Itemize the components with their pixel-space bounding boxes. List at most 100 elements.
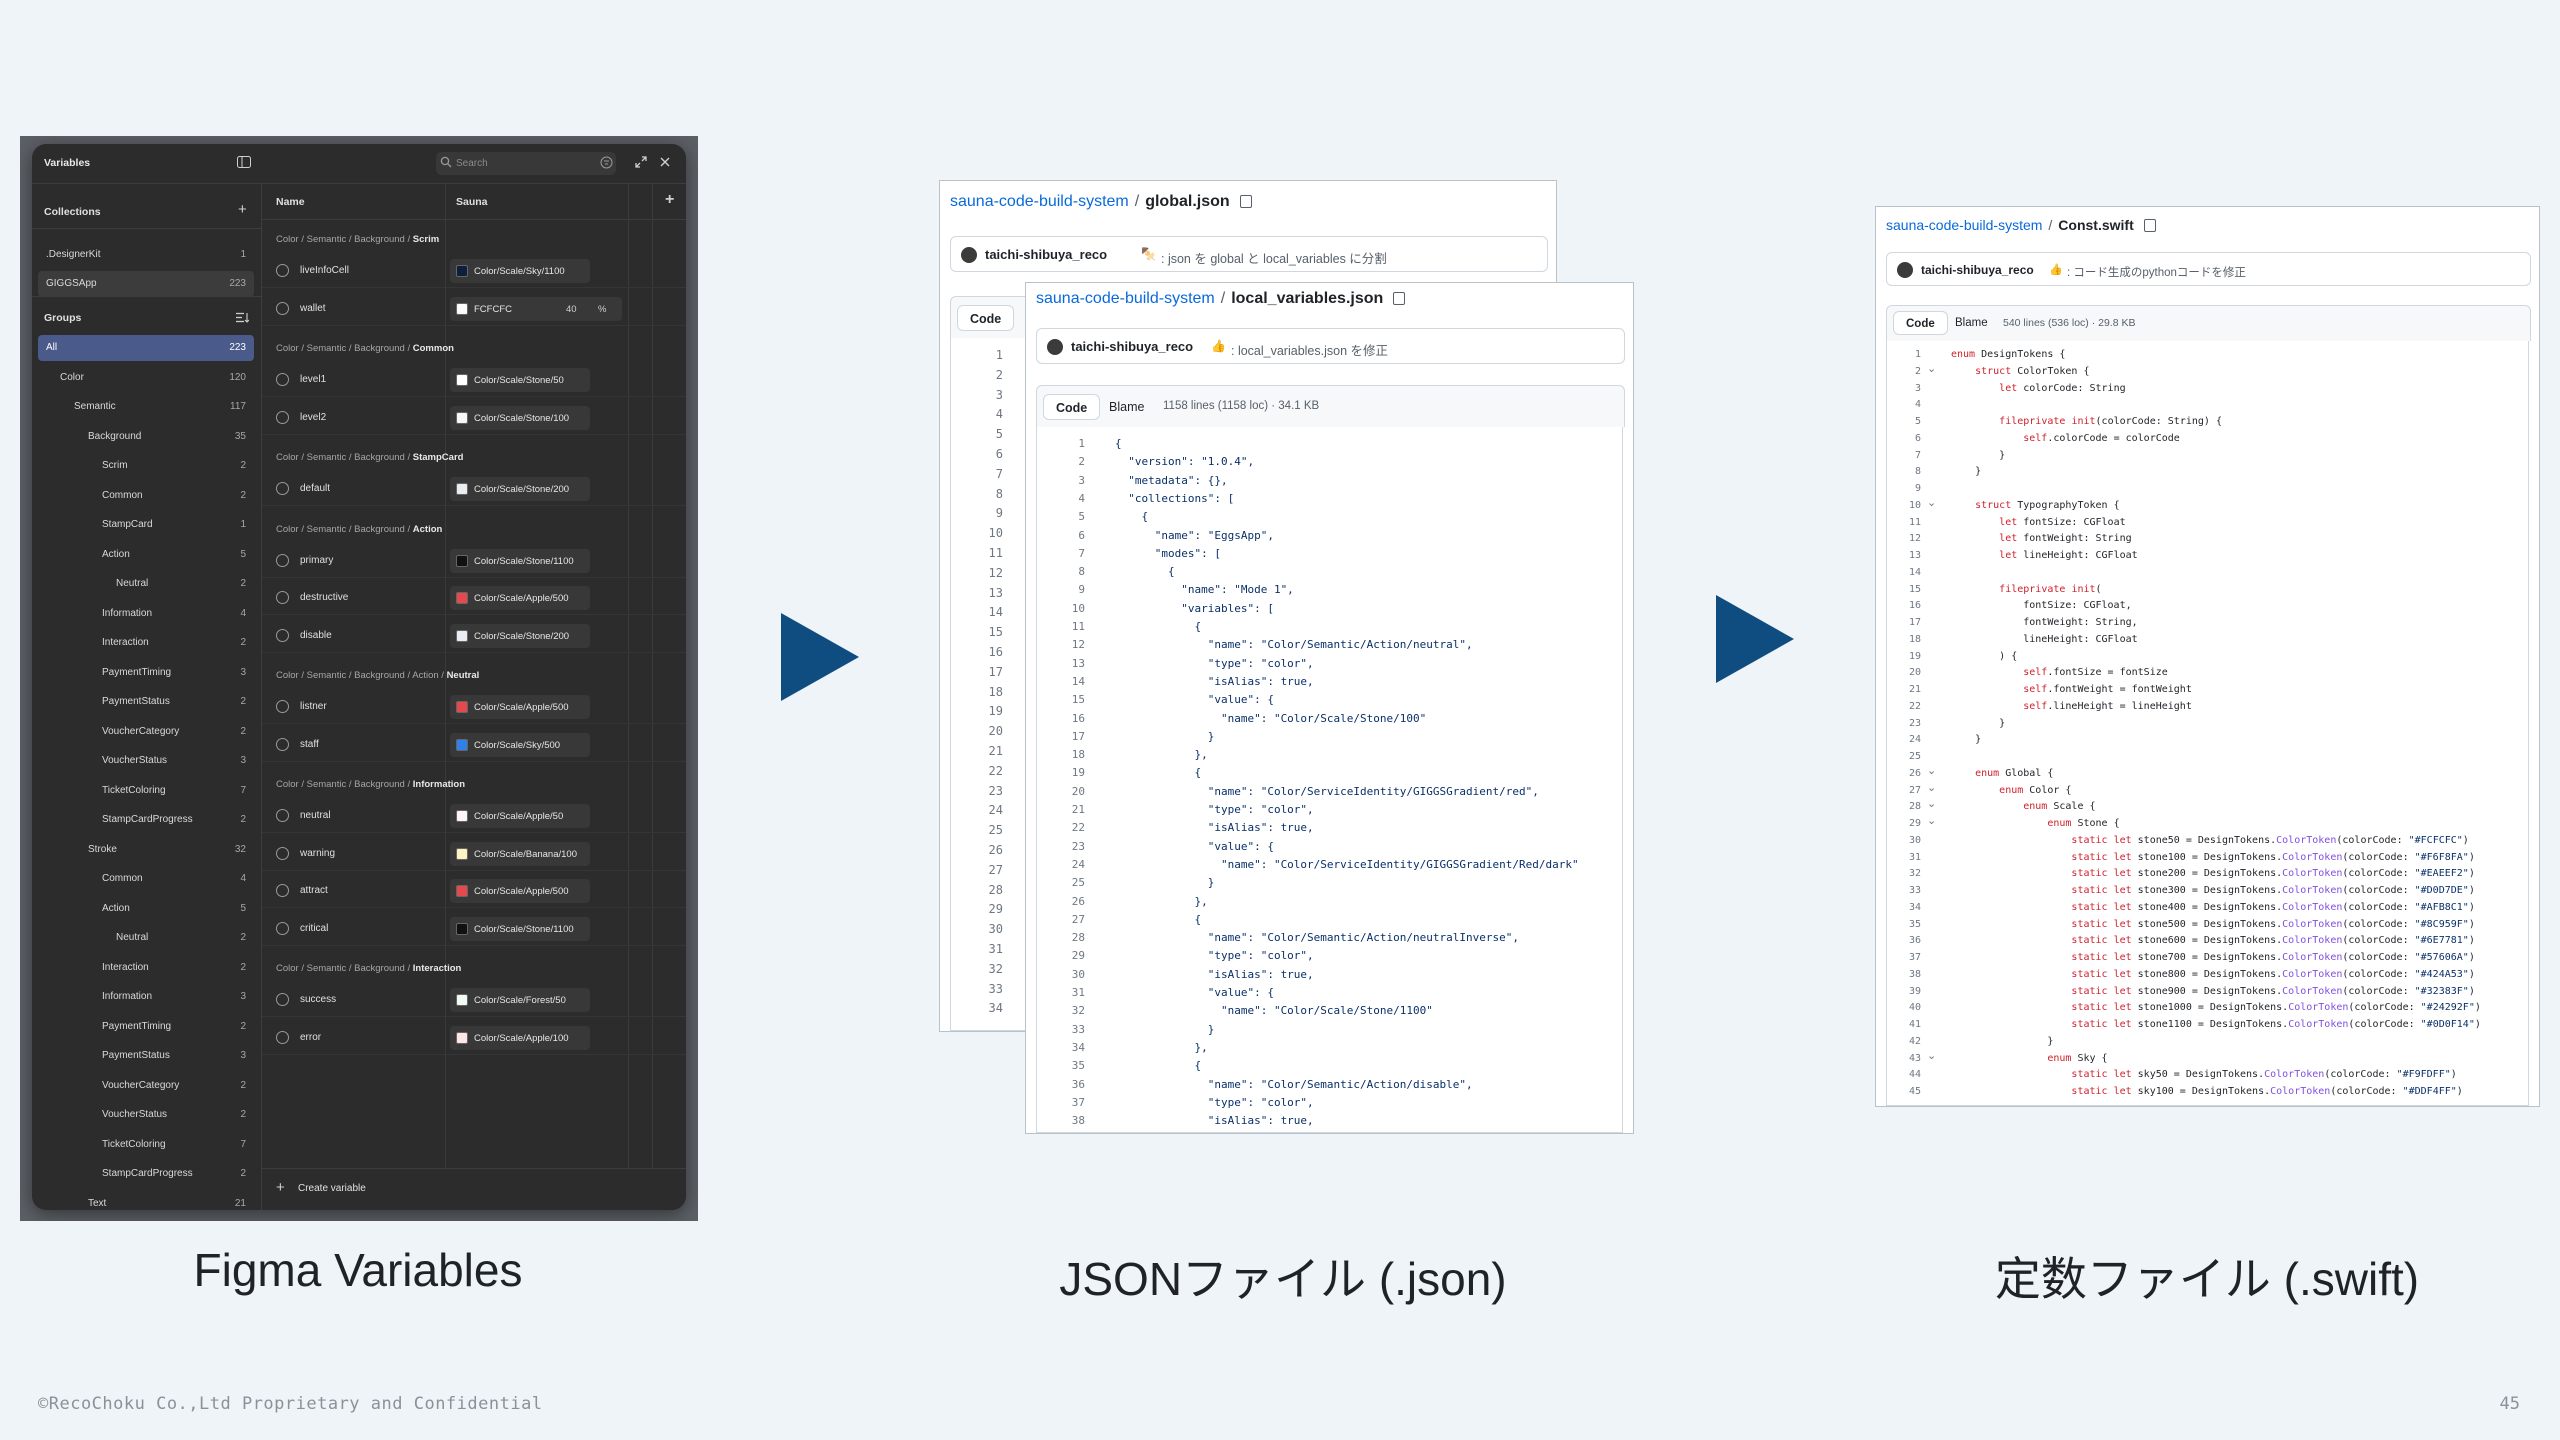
tab-code[interactable]: Code <box>1043 394 1101 420</box>
tab-code[interactable]: Code <box>1893 311 1948 335</box>
repo-link[interactable]: sauna-code-build-system <box>950 193 1129 210</box>
sidebar-toggle-icon[interactable] <box>237 156 251 171</box>
filter-icon[interactable] <box>600 156 613 172</box>
fold-chevron-icon[interactable]: ⌄ <box>1927 1049 1937 1062</box>
add-collection-icon[interactable]: + <box>238 201 247 218</box>
close-icon[interactable] <box>659 156 671 171</box>
opacity-value[interactable]: 40 <box>566 303 577 315</box>
commit-author[interactable]: taichi-shibuya_reco <box>1921 263 2034 277</box>
tab-code[interactable]: Code <box>957 305 1015 331</box>
variable-value-field[interactable]: Color/Scale/Stone/200 <box>450 623 590 648</box>
repo-link[interactable]: sauna-code-build-system <box>1886 217 2043 233</box>
latest-commit[interactable]: taichi-shibuya_reco 👍 : コード生成のpythonコードを… <box>1886 252 2531 286</box>
commit-message[interactable]: : local_variables.json を修正 <box>1231 344 1389 358</box>
commit-author[interactable]: taichi-shibuya_reco <box>985 247 1108 262</box>
fold-chevron-icon[interactable]: ⌄ <box>1927 815 1937 827</box>
variable-value-field[interactable]: Color/Scale/Apple/50 <box>450 804 590 828</box>
variable-value-field[interactable]: Color/Scale/Apple/500 <box>450 695 590 719</box>
copy-path-icon[interactable] <box>1239 195 1252 208</box>
add-mode-icon[interactable]: + <box>665 191 675 208</box>
latest-commit[interactable]: taichi-shibuya_reco 👍 : local_variables.… <box>1036 328 1625 364</box>
fold-chevron-icon[interactable]: ⌄ <box>1927 781 1937 794</box>
repo-link[interactable]: sauna-code-build-system <box>1036 290 1215 307</box>
expand-icon[interactable] <box>635 156 647 171</box>
variable-value-field[interactable]: Color/Scale/Apple/100 <box>450 1025 590 1050</box>
tab-blame[interactable]: Blame <box>1955 317 1988 329</box>
variable-value-field[interactable]: Color/Scale/Stone/1100 <box>450 548 590 573</box>
group-sort-icon[interactable] <box>236 312 250 326</box>
figma-search-input[interactable]: Search <box>436 152 616 175</box>
variable-value-field[interactable]: Color/Scale/Banana/100 <box>450 841 590 866</box>
variable-value-field[interactable]: Color/Scale/Stone/50 <box>450 368 590 392</box>
variable-value-field[interactable]: Color/Scale/Apple/500 <box>450 586 590 610</box>
create-variable-button[interactable]: + Create variable <box>262 1168 686 1210</box>
variable-value-field[interactable]: Color/Scale/Apple/500 <box>450 879 590 903</box>
copy-path-icon[interactable] <box>2143 219 2156 232</box>
variable-value-field[interactable]: Color/Scale/Stone/1100 <box>450 916 590 941</box>
fold-chevron-icon[interactable]: ⌄ <box>1927 362 1937 375</box>
fold-chevron-icon[interactable]: ⌄ <box>1927 496 1937 509</box>
variable-value-field[interactable]: Color/Scale/Forest/50 <box>450 988 590 1012</box>
commit-message[interactable]: : コード生成のpythonコードを修正 <box>2067 267 2246 279</box>
column-mode-header[interactable]: Sauna <box>456 196 488 208</box>
copy-path-icon[interactable] <box>1393 292 1406 305</box>
variable-value-field[interactable]: Color/Scale/Sky/500 <box>450 732 590 757</box>
variable-value-field[interactable]: Color/Scale/Sky/1100 <box>450 259 590 283</box>
commit-author[interactable]: taichi-shibuya_reco <box>1071 339 1194 354</box>
fold-chevron-icon[interactable]: ⌄ <box>1927 798 1937 811</box>
variable-value-field[interactable]: Color/Scale/Stone/100 <box>450 405 590 430</box>
fold-chevron-icon[interactable]: ⌄ <box>1927 764 1937 777</box>
variable-value-field[interactable]: Color/Scale/Stone/200 <box>450 477 590 501</box>
tab-blame[interactable]: Blame <box>1109 400 1145 414</box>
latest-commit[interactable]: taichi-shibuya_reco 🍢 : json を global と … <box>950 236 1548 272</box>
